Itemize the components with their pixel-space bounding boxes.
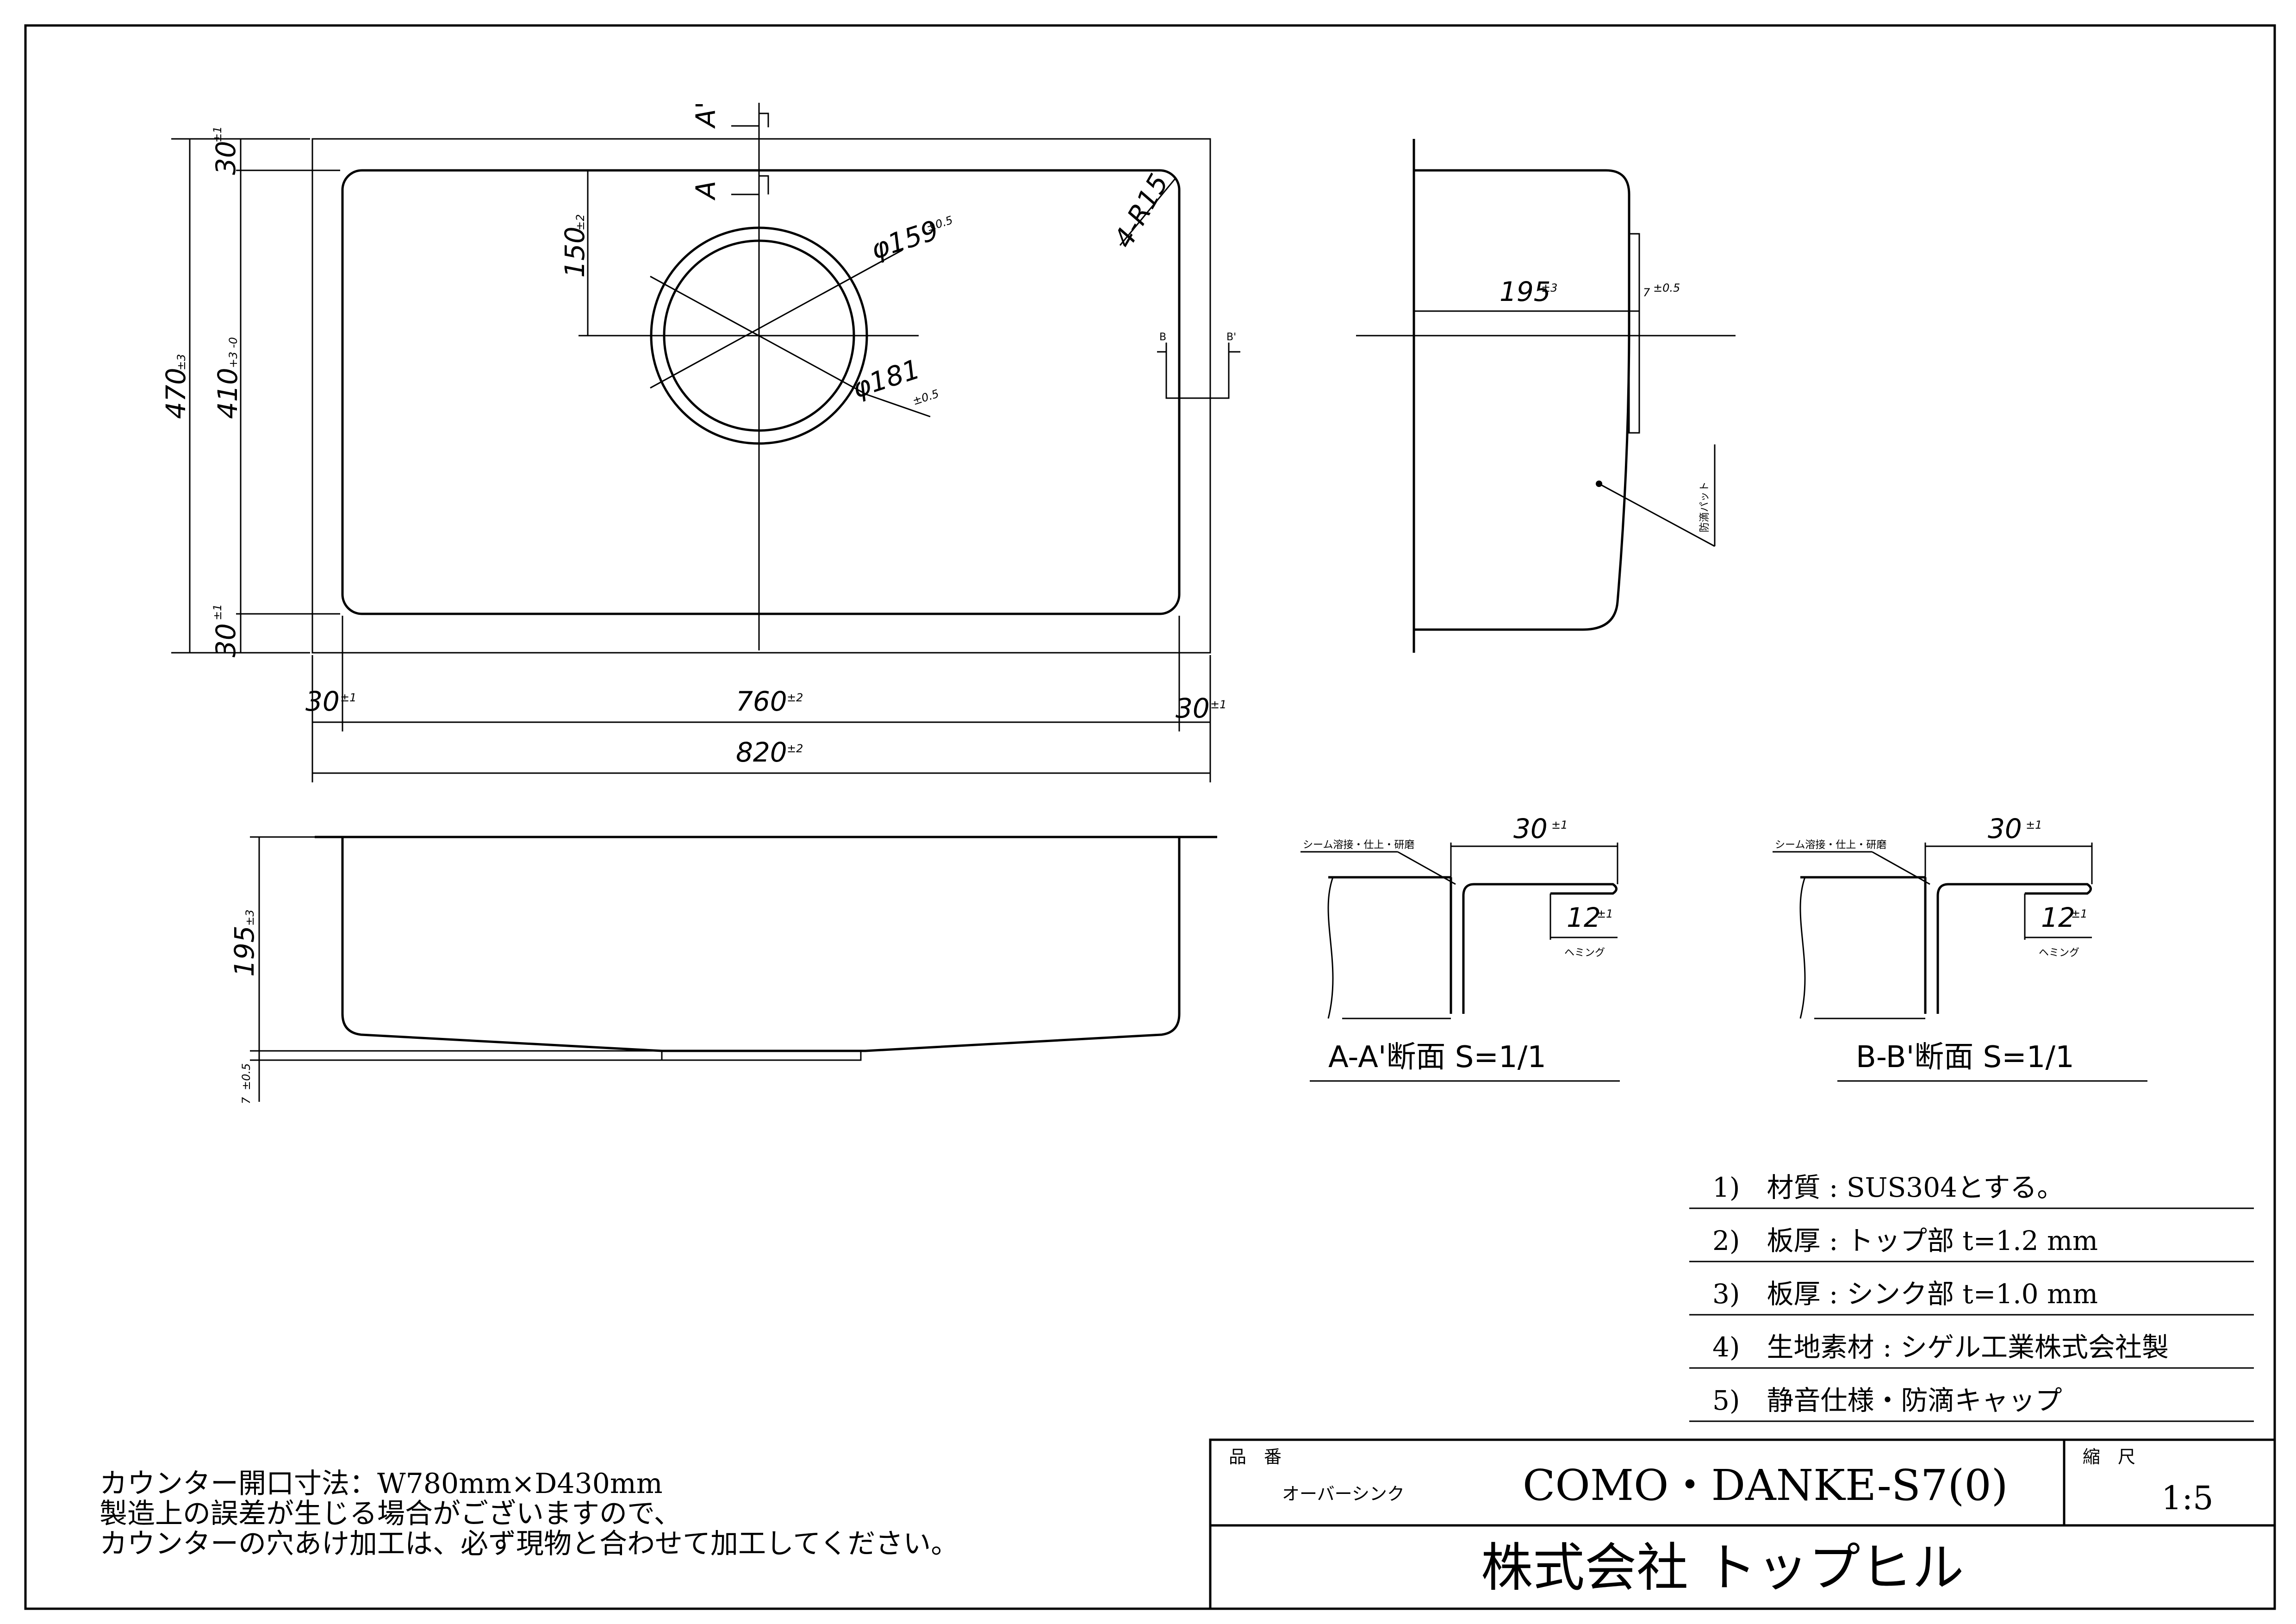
- drain-offset-tol: ±2: [574, 214, 587, 231]
- section-a-hem: 12: [1567, 902, 1601, 933]
- inner-width-tol: ±2: [787, 691, 803, 704]
- side-depth-tol: ±3: [1541, 281, 1557, 294]
- front-proj-tol: ±0.5: [240, 1063, 253, 1090]
- section-a-profile: [1450, 877, 1618, 1014]
- section-b: シーム溶接・仕上・研磨 30 ±1 12 ±1 ヘミング B-B'断面 S=1/…: [1773, 813, 2147, 1082]
- company-name: 株式会社 トップヒル: [1481, 1538, 1964, 1598]
- callout-leader: [1599, 483, 1715, 547]
- inner-width-dim: 760: [736, 686, 787, 717]
- radius-leader: [1119, 178, 1176, 246]
- marker-b: B: [1159, 331, 1166, 343]
- section-b-profile: [1924, 877, 2092, 1014]
- front-body: [341, 837, 1181, 1052]
- front-view: 195 ±3 7 ±0.5: [229, 836, 1217, 1104]
- footer-note-3: カウンターの穴あけ加工は、必ず現物と合わせて加工してください。: [100, 1528, 958, 1560]
- section-a-title: A-A'断面 S=1/1: [1328, 1040, 1546, 1074]
- spec-notes: 1) 材質 : SUS304とする。 2) 板厚 : トップ部 t=1.2 mm…: [1689, 1172, 2254, 1422]
- side-depth-dim: 195: [1500, 276, 1551, 307]
- scale-label: 縮 尺: [2083, 1447, 2135, 1467]
- section-a-weld-note: シーム溶接・仕上・研磨: [1303, 839, 1414, 851]
- title-block: 品 番 オーバーシンク COMO・DANKE-S7(0) 縮 尺 1:5 株式会…: [1209, 1438, 2276, 1610]
- footer-note-1: カウンター開口寸法：W780mm×D430mm: [100, 1468, 663, 1500]
- bottom-flange-tol: ±1: [211, 604, 224, 620]
- section-a-flange-tol: ±1: [1551, 818, 1568, 831]
- plan-outer-outline: [311, 138, 1211, 654]
- spec-note-5: 5) 静音仕様・防滴キャップ: [1712, 1385, 2062, 1416]
- section-a-break: [1327, 877, 1334, 1019]
- marker-a-prime: A': [690, 101, 722, 129]
- section-b-break: [1799, 877, 1806, 1019]
- outer-width-tol: ±2: [787, 742, 803, 755]
- drain-leader-b-ext: [877, 249, 903, 265]
- side-pad: [1628, 233, 1640, 434]
- inner-height-tol: +3 -0: [227, 337, 240, 368]
- drain-leader-a-ext: [866, 394, 931, 418]
- spec-note-2: 2) 板厚 : トップ部 t=1.2 mm: [1712, 1225, 2098, 1256]
- left-flange-dim: 30: [305, 686, 340, 717]
- model-number: COMO・DANKE-S7(0): [1523, 1461, 2008, 1510]
- right-flange-tol: ±1: [1210, 698, 1226, 711]
- drain-inner-circle: [663, 239, 855, 432]
- section-a: シーム溶接・仕上・研磨 30 ±1 12 ±1 ヘミング A-A'断面 S=1/…: [1300, 813, 1620, 1082]
- footer-note-2: 製造上の誤差が生じる場合がございますので、: [100, 1498, 682, 1530]
- product-type: オーバーシンク: [1282, 1484, 1405, 1504]
- plan-view: φ159 ±0.5 φ181 ±0.5 150 ±2 4-R15 A' A B …: [160, 101, 1240, 782]
- drain-leader-b: [650, 263, 877, 389]
- outer-width-dim: 820: [736, 737, 787, 768]
- marker-b-prime: B': [1226, 331, 1236, 343]
- spec-note-1: 1) 材質 : SUS304とする。: [1712, 1172, 2064, 1203]
- section-b-hem-label: ヘミング: [2039, 947, 2079, 959]
- side-view: 195 ±3 7 ±0.5 防滴パット: [1356, 139, 1736, 653]
- bottom-flange-dim: 30: [210, 623, 242, 657]
- marker-a: A: [690, 181, 722, 201]
- part-no-label: 品 番: [1229, 1447, 1282, 1467]
- spec-note-4: 4) 生地素材 : シゲル工業株式会社製: [1712, 1331, 2169, 1363]
- section-a-hem-tol: ±1: [1597, 907, 1613, 920]
- front-depth-dim: 195: [229, 925, 260, 977]
- plan-bowl-outline: [341, 169, 1181, 615]
- side-body: [1414, 169, 1630, 631]
- corner-radius-dim: 4-R15: [1108, 169, 1175, 253]
- drain-offset-dim: 150: [559, 226, 591, 278]
- outer-height-dim: 470: [160, 368, 192, 419]
- sheet-border: [24, 24, 2276, 1610]
- drain-leader-a: [650, 275, 867, 395]
- footer-notes: カウンター開口寸法：W780mm×D430mm 製造上の誤差が生じる場合がござい…: [100, 1468, 958, 1560]
- outer-height-tol: ±3: [175, 354, 188, 370]
- section-b-title: B-B'断面 S=1/1: [1856, 1040, 2074, 1074]
- side-proj-dim: 7: [1643, 286, 1650, 299]
- section-b-marker: [1165, 343, 1230, 399]
- front-drain: [661, 1050, 862, 1061]
- section-a-note-leader: [1397, 851, 1456, 885]
- side-proj-tol: ±0.5: [1653, 281, 1680, 294]
- right-flange-dim: 30: [1176, 693, 1210, 724]
- top-flange-tol: ±1: [211, 126, 224, 143]
- section-b-hem: 12: [2041, 902, 2075, 933]
- section-b-note-leader: [1872, 851, 1930, 885]
- section-b-flange: 30: [1988, 813, 2022, 844]
- section-a-flange: 30: [1513, 813, 1548, 844]
- top-flange-dim: 30: [210, 141, 242, 175]
- section-a-prime-marker: [731, 103, 769, 127]
- callout-label: 防滴パット: [1699, 481, 1711, 532]
- drain-outer-tol: ±0.5: [911, 387, 940, 408]
- inner-height-dim: 410: [212, 368, 243, 419]
- front-depth-tol: ±3: [243, 910, 256, 926]
- front-proj-dim: 7: [240, 1097, 253, 1104]
- section-a-marker: [731, 175, 769, 195]
- section-a-hem-label: ヘミング: [1564, 947, 1605, 959]
- spec-note-3: 3) 板厚 : シンク部 t=1.0 mm: [1712, 1278, 2098, 1310]
- section-b-flange-tol: ±1: [2026, 818, 2042, 831]
- drain-outer-circle: [650, 226, 868, 445]
- scale-value: 1:5: [2161, 1479, 2214, 1517]
- section-b-hem-tol: ±1: [2071, 907, 2087, 920]
- section-b-weld-note: シーム溶接・仕上・研磨: [1775, 839, 1886, 851]
- left-flange-tol: ±1: [340, 691, 356, 704]
